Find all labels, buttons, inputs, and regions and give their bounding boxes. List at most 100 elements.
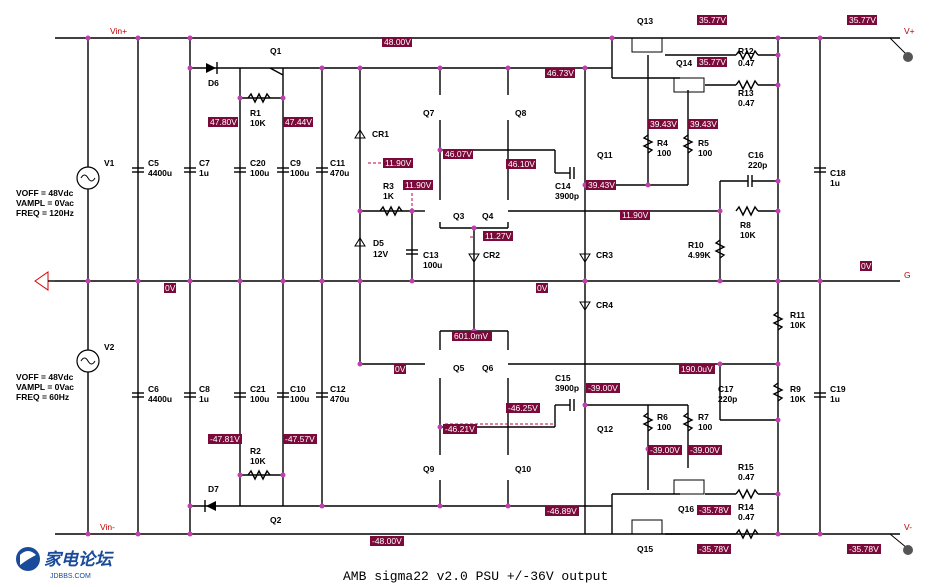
label-r11-value: 10K bbox=[790, 320, 806, 330]
vlabel-35-77v-c: 35.77V bbox=[847, 15, 877, 25]
svg-text:-39.00V: -39.00V bbox=[588, 383, 618, 393]
label-r2-value: 10K bbox=[250, 456, 266, 466]
source-v2 bbox=[76, 349, 100, 373]
vlabel-m35-78v-b: -35.78V bbox=[697, 544, 731, 554]
svg-text:-39.00V: -39.00V bbox=[690, 445, 720, 455]
label-r10-value: 4.99K bbox=[688, 250, 712, 260]
svg-text:-48.00V: -48.00V bbox=[372, 536, 402, 546]
svg-text:35.77V: 35.77V bbox=[699, 57, 726, 67]
voltage-annotations: 48.00V 46.73V 35.77V 35.77V 35.77V 47.80… bbox=[164, 15, 881, 554]
svg-text:11.27V: 11.27V bbox=[485, 231, 512, 241]
v2-param-2: VAMPL = 0Vac bbox=[16, 382, 74, 392]
svg-text:39.43V: 39.43V bbox=[650, 119, 677, 129]
label-q7: Q7 bbox=[423, 108, 435, 118]
label-r15: R15 bbox=[738, 462, 754, 472]
label-c10: C10 bbox=[290, 384, 306, 394]
label-c18: C18 bbox=[830, 168, 846, 178]
svg-text:46.10V: 46.10V bbox=[508, 159, 535, 169]
vlabel-m47-57v: -47.57V bbox=[283, 434, 317, 444]
vlabel-m47-81v: -47.81V bbox=[208, 434, 242, 444]
upper-regulator bbox=[190, 37, 826, 534]
vlabel-0v-b: 0V bbox=[536, 283, 548, 293]
vlabel-m46-21v: -46.21V bbox=[443, 424, 477, 434]
svg-text:11.90V: 11.90V bbox=[405, 180, 432, 190]
label-d5: D5 bbox=[373, 238, 384, 248]
vlabel-m35-78v-a: -35.78V bbox=[697, 505, 731, 515]
label-r12: R12 bbox=[738, 46, 754, 56]
svg-text:190.0uV: 190.0uV bbox=[681, 364, 713, 374]
svg-text:0V: 0V bbox=[861, 261, 872, 271]
vlabel-190uv: 190.0uV bbox=[679, 364, 715, 374]
net-v-plus: V+ bbox=[904, 26, 915, 36]
vlabel-m46-89v: -46.89V bbox=[545, 506, 579, 516]
vlabel-48v: 48.00V bbox=[382, 37, 412, 47]
label-c14: C14 bbox=[555, 181, 571, 191]
logo-text: 家电论坛 bbox=[44, 550, 114, 570]
label-c17-value: 220p bbox=[718, 394, 737, 404]
label-q6: Q6 bbox=[482, 363, 494, 373]
label-c7-value: 1u bbox=[199, 168, 209, 178]
label-r6: R6 bbox=[657, 412, 668, 422]
label-c8: C8 bbox=[199, 384, 210, 394]
label-d6: D6 bbox=[208, 78, 219, 88]
label-c18-value: 1u bbox=[830, 178, 840, 188]
net-labels: Vin+ Vin- V+ V- G bbox=[100, 26, 915, 532]
label-c21-value: 100u bbox=[250, 394, 269, 404]
output-probes bbox=[889, 37, 913, 555]
label-c9: C9 bbox=[290, 158, 301, 168]
v2-ref: V2 bbox=[104, 342, 115, 352]
svg-text:-46.25V: -46.25V bbox=[508, 403, 538, 413]
label-r1-value: 10K bbox=[250, 118, 266, 128]
vlabel-47-44v: 47.44V bbox=[283, 117, 313, 127]
label-r7: R7 bbox=[698, 412, 709, 422]
label-c8-value: 1u bbox=[199, 394, 209, 404]
vlabel-11-90v-c: 11.90V bbox=[620, 210, 650, 220]
label-c12: C12 bbox=[330, 384, 346, 394]
label-q5: Q5 bbox=[453, 363, 465, 373]
vlabel-39-43v-a: 39.43V bbox=[648, 119, 678, 129]
label-q15: Q15 bbox=[637, 544, 653, 554]
label-r14-value: 0.47 bbox=[738, 512, 755, 522]
label-r9: R9 bbox=[790, 384, 801, 394]
label-q2: Q2 bbox=[270, 515, 282, 525]
label-q4: Q4 bbox=[482, 211, 494, 221]
label-c15: C15 bbox=[555, 373, 571, 383]
svg-text:-46.89V: -46.89V bbox=[547, 506, 577, 516]
v1-param-3: FREQ = 120Hz bbox=[16, 208, 74, 218]
vlabel-m39v-a: -39.00V bbox=[586, 383, 620, 393]
svg-text:35.77V: 35.77V bbox=[699, 15, 726, 25]
label-q1: Q1 bbox=[270, 46, 282, 56]
svg-text:0V: 0V bbox=[165, 283, 176, 293]
label-d7: D7 bbox=[208, 484, 219, 494]
vlabel-35-77v-b: 35.77V bbox=[697, 57, 727, 67]
label-c12-value: 470u bbox=[330, 394, 349, 404]
label-q10: Q10 bbox=[515, 464, 531, 474]
rails bbox=[34, 37, 900, 535]
label-c20: C20 bbox=[250, 158, 266, 168]
vlabel-0v-a: 0V bbox=[164, 283, 176, 293]
source-labels: V1 VOFF = 48Vdc VAMPL = 0Vac FREQ = 120H… bbox=[16, 158, 115, 402]
label-c14-value: 3900p bbox=[555, 191, 579, 201]
vlabel-47-80v: 47.80V bbox=[208, 117, 238, 127]
label-r4: R4 bbox=[657, 138, 668, 148]
label-r9-value: 10K bbox=[790, 394, 806, 404]
label-q3: Q3 bbox=[453, 211, 465, 221]
svg-text:-35.78V: -35.78V bbox=[699, 544, 729, 554]
vlabel-m39v-c: -39.00V bbox=[688, 445, 722, 455]
vlabel-m48v: -48.00V bbox=[370, 536, 404, 546]
svg-text:-46.21V: -46.21V bbox=[445, 424, 475, 434]
svg-text:0V: 0V bbox=[395, 364, 406, 374]
net-vin-plus: Vin+ bbox=[110, 26, 127, 36]
caption: AMB sigma22 v2.0 PSU +/-36V output bbox=[343, 569, 608, 584]
probe-lines bbox=[368, 162, 555, 425]
lower-regulator bbox=[190, 281, 784, 540]
svg-text:35.77V: 35.77V bbox=[849, 15, 876, 25]
label-c5-value: 4400u bbox=[148, 168, 172, 178]
label-q14: Q14 bbox=[676, 58, 692, 68]
label-cr3: CR3 bbox=[596, 250, 613, 260]
label-r11: R11 bbox=[790, 310, 805, 320]
label-cr1: CR1 bbox=[372, 129, 389, 139]
label-r14: R14 bbox=[738, 502, 754, 512]
v2-param-3: FREQ = 60Hz bbox=[16, 392, 69, 402]
net-ground: G bbox=[904, 270, 911, 280]
